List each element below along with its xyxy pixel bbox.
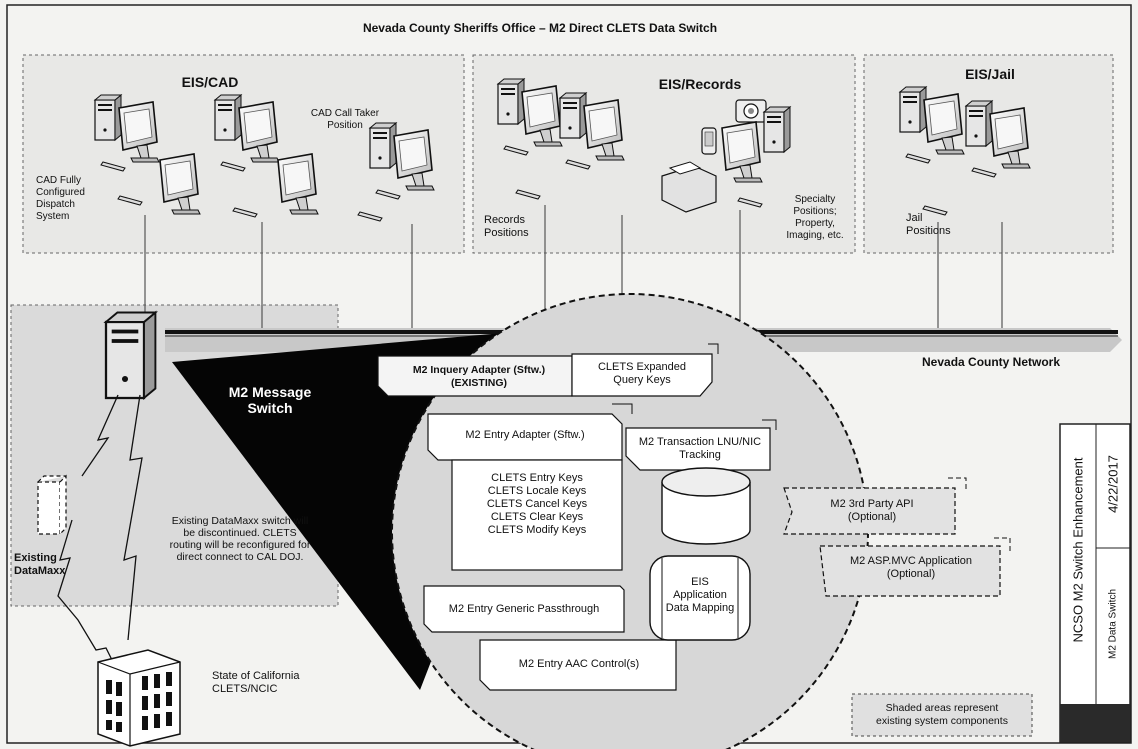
label-cad-fully-configured: CAD Fully Configured Dispatch System [36,175,85,222]
entry-passthrough-box: M2 Entry Generic Passthrough [448,603,600,615]
entry-adapter-box: M2 Entry Adapter (Sftw.) [465,429,585,441]
title-block-project: NCSO M2 Switch Enhancement [1070,457,1086,643]
message-switch-label: M2 Message Switch [228,384,312,416]
group-heading-records: EIS/Records [658,76,742,92]
title-block-date: 4/22/2017 [1105,455,1121,513]
network-label: Nevada County Network [922,355,1061,369]
datamaxx-note: Existing DataMaxx switch will be discont… [169,515,311,563]
title-block-subtitle: M2 Data Switch [1107,588,1119,660]
inquery-adapter-box: M2 Inquery Adapter (Sftw.) (EXISTING) [412,364,546,389]
label-state-of-california: State of California CLETS/NCIC [212,670,300,695]
group-heading-cad: EIS/CAD [181,74,239,90]
entry-aac-control-box: M2 Entry AAC Control(s) [518,658,640,670]
label-cad-call-taker: CAD Call Taker Position [310,108,380,131]
diagram-title: Nevada County Sheriffs Office – M2 Direc… [362,21,718,35]
third-party-api-box: M2 3rd Party API (Optional) [830,498,914,523]
clets-expanded-box: CLETS Expanded Query Keys [597,361,687,386]
label-specialty-positions: Specialty Positions; Property, Imaging, … [786,194,844,241]
label-records-positions: Records Positions [484,214,529,239]
eis-data-mapping: EIS Application Data Mapping [665,576,735,614]
asp-mvc-box: M2 ASP.MVC Application (Optional) [849,555,973,580]
group-heading-jail: EIS/Jail [965,66,1015,82]
entry-keys-box: CLETS Entry Keys CLETS Locale Keys CLETS… [486,472,588,536]
lnu-tracking-box: M2 Transaction LNU/NIC Tracking [638,436,762,461]
legend-note: Shaded areas represent existing system c… [876,702,1008,727]
label-existing-datamaxx: Existing DataMaxx [14,552,66,577]
label-jail-positions: Jail Positions [906,212,951,237]
